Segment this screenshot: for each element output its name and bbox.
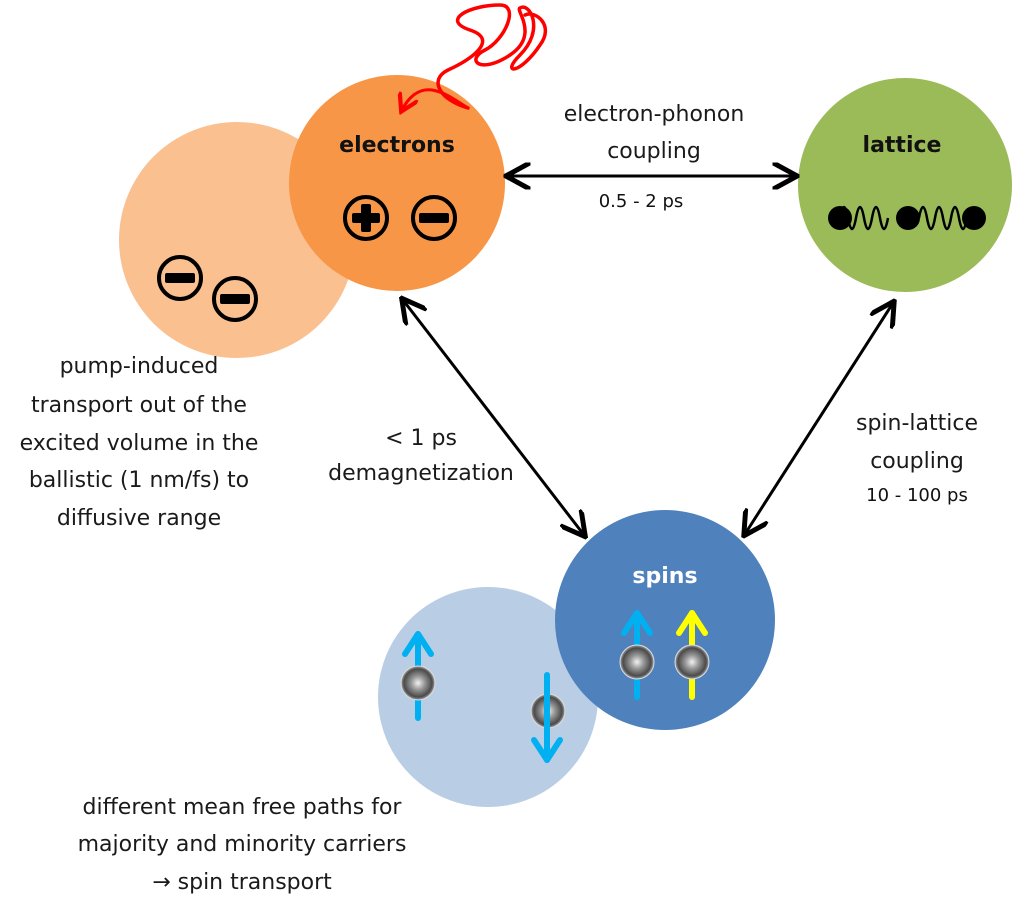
lattice-title: lattice — [863, 133, 942, 158]
spins-circle — [555, 510, 775, 730]
spins-node: spins — [555, 510, 775, 730]
annotation-line: → spin transport — [152, 870, 332, 895]
annotation-line: pump-induced — [60, 354, 219, 379]
demagnetization-time: < 1 ps — [385, 426, 457, 451]
electron-transport-annotation: pump-induced transport out of the excite… — [20, 354, 259, 531]
electron-phonon-label-line1: electron-phonon — [564, 102, 745, 127]
minus-icon — [157, 255, 203, 301]
spin-transport-annotation: different mean free paths for majority a… — [78, 795, 407, 895]
electrons-node: electrons — [289, 75, 505, 291]
minus-icon — [212, 276, 258, 322]
demagnetization-label: demagnetization — [328, 461, 514, 486]
spin-lattice-label-line2: coupling — [870, 449, 964, 474]
spin-lattice-arrow — [745, 303, 893, 534]
phonon-chain-icon — [828, 205, 986, 231]
laser-pulse-icon — [402, 3, 548, 110]
spin-up-blue-icon — [400, 631, 436, 721]
annotation-line: excited volume in the — [20, 431, 259, 456]
annotation-line: different mean free paths for — [83, 795, 403, 820]
spin-down-blue-icon — [530, 672, 566, 763]
electron-phonon-time: 0.5 - 2 ps — [599, 191, 684, 212]
electrons-title: electrons — [339, 133, 455, 158]
lattice-node: lattice — [798, 78, 1012, 292]
demagnetization-arrow — [403, 300, 584, 535]
electrons-circle — [289, 75, 505, 291]
spins-title: spins — [632, 564, 697, 589]
annotation-line: majority and minority carriers — [78, 832, 407, 857]
annotation-line: ballistic (1 nm/fs) to — [29, 468, 249, 493]
plus-icon — [343, 195, 389, 241]
spin-up-yellow-icon — [674, 610, 710, 700]
minus-icon — [411, 195, 457, 241]
spin-lattice-time: 10 - 100 ps — [866, 485, 968, 506]
spin-lattice-label-line1: spin-lattice — [856, 411, 978, 436]
electron-phonon-label-line2: coupling — [607, 139, 701, 164]
annotation-line: transport out of the — [31, 393, 247, 418]
lattice-circle — [798, 78, 1012, 292]
spin-up-blue-icon — [619, 610, 655, 700]
annotation-line: diffusive range — [57, 506, 221, 531]
